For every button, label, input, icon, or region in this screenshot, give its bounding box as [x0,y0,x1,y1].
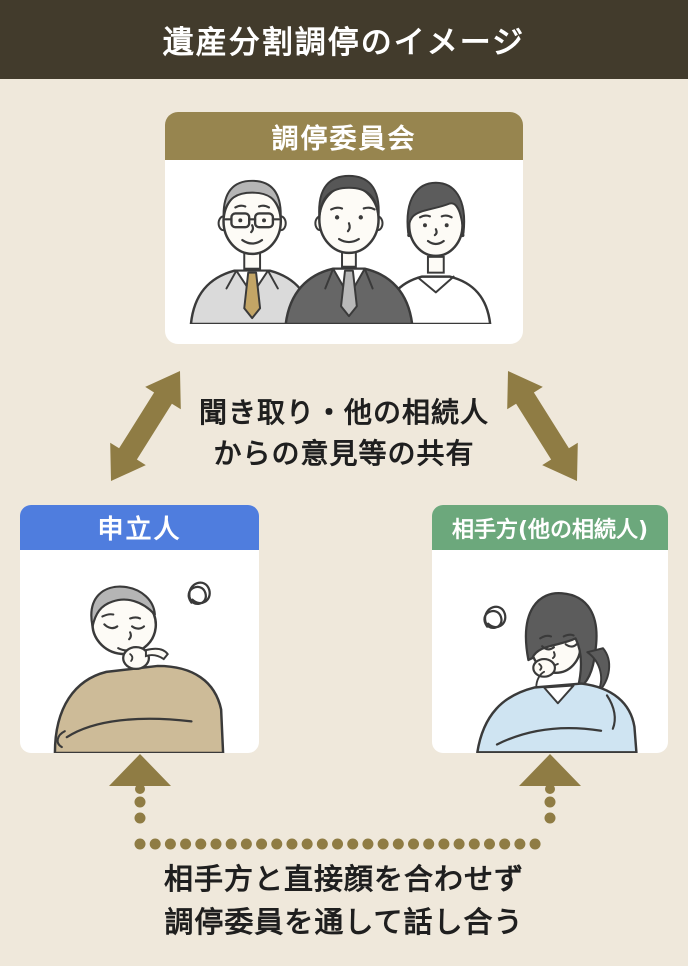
respondent-illustration-icon [476,592,638,753]
middle-note-line1: 聞き取り・他の相続人 [198,396,489,429]
bottom-note-line1: 相手方と直接顔を合わせず [163,862,524,896]
mediator-senior-man [189,179,315,324]
mediator-man [284,174,414,324]
committee-card: 調停委員会 [165,112,523,344]
committee-illustration-icon [189,174,492,324]
bottom-note: 相手方と直接顔を合わせず 調停委員を通して話し合う [0,858,688,944]
committee-label: 調停委員会 [271,123,417,155]
worried-woman [476,592,638,753]
up-triangle-right-icon [519,754,581,786]
double-arrow-left-icon [110,371,181,481]
squiggle-icon [187,581,211,605]
respondent-card-header: 相手方(他の相続人) [432,505,668,550]
worried-elderly-man [53,585,224,753]
squiggle-icon [483,605,507,629]
bottom-note-line2: 調停委員を通して話し合う [164,905,524,939]
up-triangle-left-icon [109,754,171,786]
page-title: 遺産分割調停のイメージ [162,25,526,61]
middle-note-line2: からの意見等の共有 [213,437,475,470]
petitioner-card-header: 申立人 [20,505,259,550]
title-bar: 遺産分割調停のイメージ [0,0,688,79]
petitioner-card: 申立人 [20,505,259,753]
bottom-connector [109,754,581,850]
petitioner-label: 申立人 [97,515,182,545]
respondent-label: 相手方(他の相続人) [451,517,649,543]
double-arrow-right-icon [507,371,578,481]
committee-card-header: 調停委員会 [165,112,523,160]
middle-note: 聞き取り・他の相続人 からの意見等の共有 [0,392,688,474]
respondent-card: 相手方(他の相続人) [432,505,668,753]
petitioner-illustration-icon [53,581,224,753]
